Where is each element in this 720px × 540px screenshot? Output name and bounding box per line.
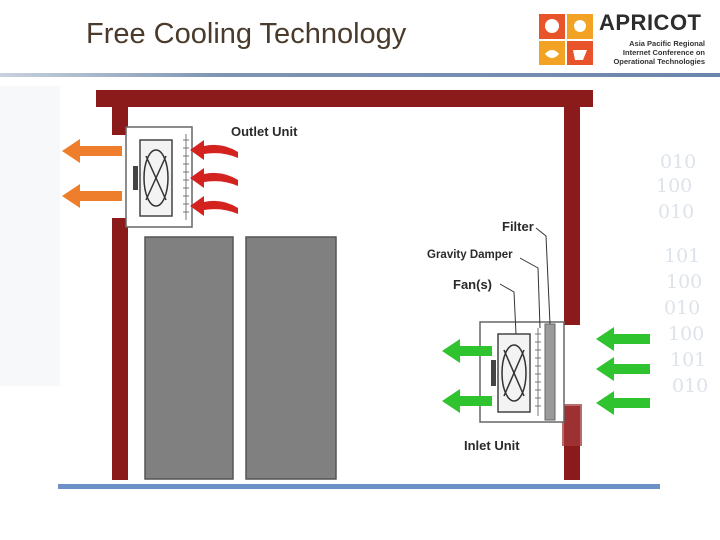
- cool-air-arrow-icon: [442, 339, 492, 363]
- logo-tagline-2: Internet Conference on: [622, 48, 705, 57]
- binary-digits: 101: [670, 349, 706, 371]
- cool-air-arrows: [442, 327, 650, 415]
- hot-air-arrow-icon: [190, 196, 238, 216]
- exhaust-air-arrows: [62, 139, 122, 208]
- damper-leader: [519, 257, 541, 329]
- left-wall-lower: [112, 218, 128, 480]
- inlet-fan-icon: [501, 344, 527, 402]
- label-fans: Fan(s): [453, 277, 492, 292]
- label-outlet-unit: Outlet Unit: [231, 124, 298, 139]
- logo-tagline-3: Operational Technologies: [613, 57, 705, 66]
- label-filter: Filter: [502, 219, 534, 234]
- filter-panel: [544, 323, 556, 421]
- binary-digits: 100: [656, 175, 692, 197]
- outlet-fan-blade: [145, 155, 167, 201]
- outlet-fan-motor: [133, 166, 138, 190]
- hot-air-arrow-icon: [190, 140, 238, 160]
- background-dot-grid: [0, 86, 60, 386]
- cool-air-arrow-icon: [596, 357, 650, 381]
- right-wall-upper: [564, 107, 580, 325]
- free-cooling-diagram: 010 100 010 101 100 010 100 101 010: [0, 86, 708, 489]
- leader-lines: [499, 227, 551, 335]
- apricot-logo: APRICOT Asia Pacific Regional Internet C…: [537, 10, 715, 68]
- exhaust-arrow-icon: [62, 184, 122, 208]
- exhaust-arrow-icon: [62, 139, 122, 163]
- fans-leader: [499, 283, 517, 335]
- binary-digits: 101: [664, 245, 700, 267]
- cool-air-arrow-icon: [442, 389, 492, 413]
- cool-air-arrow-icon: [596, 391, 650, 415]
- left-wall-upper: [112, 107, 128, 135]
- hot-air-arrows: [190, 140, 238, 216]
- filter-leader: [535, 227, 551, 325]
- server-rack-1: [144, 236, 234, 480]
- inlet-fan-blade: [503, 349, 525, 397]
- background-binary-pattern: 010 100 010 101 100 010 100 101 010: [656, 151, 708, 397]
- logo-mark-icon: [539, 14, 593, 65]
- binary-digits: 100: [668, 323, 704, 345]
- label-inlet-unit: Inlet Unit: [464, 438, 520, 453]
- cool-air-arrow-icon: [596, 327, 650, 351]
- binary-digits: 010: [660, 151, 696, 173]
- binary-digits: 010: [658, 201, 694, 223]
- server-rack-2: [245, 236, 337, 480]
- binary-digits: 100: [666, 271, 702, 293]
- slide-title: Free Cooling Technology: [86, 18, 407, 50]
- roof-beam: [96, 90, 593, 107]
- gravity-damper-louver: [535, 328, 541, 416]
- outlet-unit: [125, 126, 193, 228]
- title-divider: [0, 73, 720, 77]
- logo-wordmark: APRICOT: [599, 10, 702, 35]
- inlet-fan-motor: [491, 360, 496, 386]
- label-gravity-damper: Gravity Damper: [427, 249, 513, 261]
- inlet-unit: [479, 321, 565, 423]
- outlet-fan-frame: [139, 139, 173, 217]
- outlet-fan-icon: [143, 149, 169, 207]
- floor-line: [58, 484, 660, 489]
- logo-tagline-1: Asia Pacific Regional: [629, 39, 705, 48]
- binary-digits: 010: [672, 375, 708, 397]
- damper-grate: [562, 404, 582, 446]
- outlet-louver: [183, 134, 189, 220]
- hot-air-arrow-icon: [190, 168, 238, 188]
- binary-digits: 010: [664, 297, 700, 319]
- building-structure: [96, 90, 593, 480]
